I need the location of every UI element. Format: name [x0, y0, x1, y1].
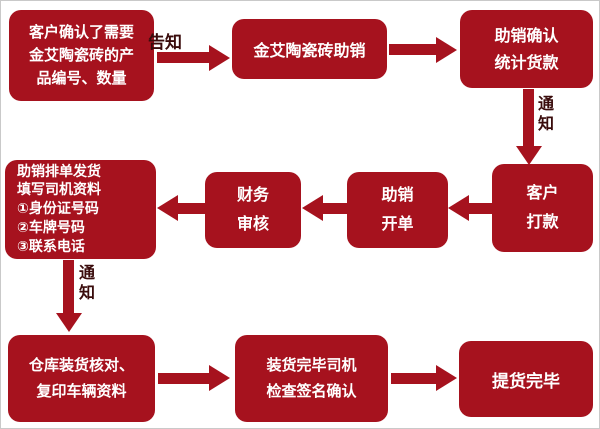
- node-text-line: 助销: [381, 185, 414, 205]
- node-text-line: 审核: [236, 214, 269, 233]
- node-sales-order: 助销 开单: [347, 172, 448, 248]
- arrow-left-icon: [448, 195, 469, 221]
- node-text-line: 金艾陶瓷砖助销: [253, 41, 366, 60]
- arrow-down-icon: [56, 313, 82, 332]
- edge-label-notify-left: 通知: [78, 263, 95, 302]
- node-text-line: 金艾陶瓷砖的产: [28, 45, 134, 64]
- node-text-line: ②车牌号码: [17, 219, 85, 236]
- node-text-line: ③联系电话: [17, 238, 85, 255]
- arrow-shaft: [63, 260, 74, 314]
- node-finance-review: 财务 审核: [205, 172, 301, 248]
- arrow-shaft: [389, 44, 437, 55]
- node-text-line: 复印车辆资料: [36, 381, 127, 400]
- node-text-line: 装货完毕司机: [266, 356, 357, 374]
- node-customer-confirm: 客户确认了需要 金艾陶瓷砖的产 品编号、数量: [9, 10, 154, 101]
- arrow-down-icon: [516, 146, 542, 165]
- arrow-shaft: [158, 373, 210, 384]
- node-loading-sign: 装货完毕司机 检查签名确认: [235, 335, 388, 422]
- node-text-line: 客户确认了需要: [28, 22, 134, 41]
- node-sales-support: 金艾陶瓷砖助销: [232, 19, 387, 79]
- node-warehouse-check: 仓库装货核对、 复印车辆资料: [8, 335, 155, 422]
- node-text-line: 财务: [236, 185, 269, 205]
- node-confirm-stats: 助销确认 统计货款: [460, 10, 593, 88]
- node-text-line: 开单: [381, 214, 414, 233]
- arrow-right-icon: [436, 365, 457, 391]
- node-text-line: ①身份证号码: [17, 201, 99, 218]
- arrow-shaft: [176, 203, 205, 214]
- node-text-line: 打款: [526, 212, 559, 231]
- node-text-line: 助销排单发货: [17, 163, 101, 180]
- arrow-shaft: [157, 52, 210, 63]
- arrow-left-icon: [302, 195, 323, 221]
- node-text-line: 仓库装货核对、: [28, 356, 134, 374]
- node-text-line: 填写司机资料: [17, 182, 101, 199]
- edge-label-notify-top: 通知: [537, 94, 554, 133]
- arrow-shaft: [523, 89, 534, 147]
- arrow-right-icon: [436, 37, 457, 63]
- node-customer-pay: 客户 打款: [492, 164, 593, 252]
- edge-label-inform: 告知: [148, 33, 182, 53]
- node-text-line: 助销确认: [494, 25, 559, 45]
- node-text-line: 提货完毕: [492, 371, 560, 392]
- node-text-line: 统计货款: [494, 53, 559, 72]
- node-text-line: 检查签名确认: [266, 381, 357, 400]
- node-text-line: 品编号、数量: [36, 69, 127, 88]
- arrow-left-icon: [157, 195, 178, 221]
- node-text-line: 客户: [526, 183, 559, 203]
- arrow-right-icon: [209, 365, 230, 391]
- node-pickup-done: 提货完毕: [459, 341, 593, 417]
- arrow-right-icon: [209, 45, 230, 71]
- arrow-shaft: [321, 203, 347, 214]
- node-driver-info: 助销排单发货 填写司机资料 ①身份证号码 ②车牌号码 ③联系电话: [5, 160, 156, 259]
- arrow-shaft: [391, 373, 437, 384]
- arrow-shaft: [467, 203, 492, 214]
